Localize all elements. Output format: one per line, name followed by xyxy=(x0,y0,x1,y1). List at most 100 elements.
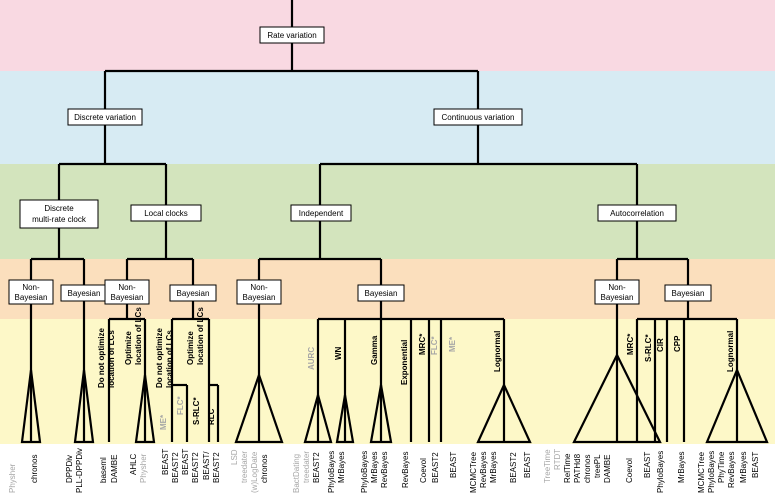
label-aurc: AURC xyxy=(307,347,316,370)
sw-revbayes-4: RevBayes xyxy=(727,452,736,488)
node-non-bayesian-1-label-1: Non- xyxy=(22,283,40,292)
label-opt-2b: location of LCs xyxy=(196,307,205,365)
sw-reltime: RelTime xyxy=(563,453,572,483)
sw-beast2-aurc: BEAST2 xyxy=(312,452,321,483)
sw-beast2-b: BEAST2 xyxy=(191,452,200,483)
node-continuous-variation-label: Continuous variation xyxy=(442,113,515,122)
sw-beast2-a: BEAST2 xyxy=(171,452,180,483)
sw-phylobayes-2: PhyloBayes xyxy=(360,451,369,493)
node-bayesian-4 xyxy=(664,284,712,302)
node-autocorrelation xyxy=(597,204,677,222)
sw-coevol-1: Coevol xyxy=(419,458,428,483)
sw-beast-auto: BEAST xyxy=(643,452,652,478)
sw-treedater: treedater xyxy=(240,451,249,483)
sw-mrbayes-3: MrBayes xyxy=(489,451,498,483)
label-opt-1: Optimize xyxy=(124,331,133,365)
sw-dambe-2: DAMBE xyxy=(603,455,612,483)
node-bayesian-3 xyxy=(357,284,405,302)
node-non-bayesian-3-label-1: Non- xyxy=(250,283,268,292)
label-exponential: Exponential xyxy=(400,340,409,385)
sw-phylobayes-5: PhyloBayes xyxy=(707,451,716,493)
sw-chronos-1: chronos xyxy=(30,455,39,483)
sw-treedater-2: treedater xyxy=(302,451,311,483)
node-continuous-variation xyxy=(433,108,523,126)
node-bayesian-1-label: Bayesian xyxy=(68,289,101,298)
sw-pll-dppdiv: PLL-DPPDiv xyxy=(75,448,84,493)
sw-dambe-1: DAMBE xyxy=(110,455,119,483)
sw-phylobayes-3: PhyloBayes xyxy=(656,451,665,493)
sw-mcmctree-2: MCMCTree xyxy=(697,451,706,493)
node-discrete-multi-rate-clock-label-2: multi-rate clock xyxy=(32,215,87,224)
sw-revbayes-1: RevBayes xyxy=(380,452,389,488)
sw-beast-logn: BEAST xyxy=(523,452,532,478)
label-mrc: MRC* xyxy=(418,333,427,355)
node-non-bayesian-1-label-2: Bayesian xyxy=(15,293,48,302)
sw-phytime: PhyTime xyxy=(717,451,726,483)
node-independent-label: Independent xyxy=(299,209,344,218)
sw-phylobayes-1: PhyloBayes xyxy=(327,451,336,493)
label-no-opt-2b: location of LCs xyxy=(165,330,174,388)
label-no-opt-1b: location of LCs xyxy=(107,330,116,388)
label-cpp: CPP xyxy=(673,335,682,352)
sw-pathd8: PATHd8 xyxy=(573,453,582,483)
sw-chronos-2: chronos xyxy=(260,455,269,483)
sw-beast-final: BEAST xyxy=(751,452,760,478)
node-autocorrelation-label: Autocorrelation xyxy=(610,209,664,218)
label-lognormal-auto: Lognormal xyxy=(726,331,735,372)
label-no-opt-2: Do not optimize xyxy=(155,327,164,388)
sw-ahlc: AHLC xyxy=(129,453,138,475)
sw-revbayes-3: RevBayes xyxy=(479,452,488,488)
sw-revbayes-2: RevBayes xyxy=(401,452,410,488)
label-me: ME* xyxy=(159,414,168,430)
node-local-clocks-label: Local clocks xyxy=(144,209,188,218)
sw-mcmctree-1: MCMCTree xyxy=(469,451,478,493)
model-labels: Do not optimize location of LCs Optimize… xyxy=(97,307,735,430)
label-opt-1b: location of LCs xyxy=(134,307,143,365)
sw-beast2-mrc: BEAST2 xyxy=(431,452,440,483)
label-s-rlc-auto: S-RLC* xyxy=(644,334,653,362)
node-non-bayesian-2 xyxy=(104,279,150,305)
node-non-bayesian-4-label-1: Non- xyxy=(608,283,626,292)
sw-rtdt: RTDT xyxy=(553,449,562,470)
sw-physher-2: Physher xyxy=(139,453,148,483)
sw-treetime: TreeTime xyxy=(543,449,552,483)
node-non-bayesian-2-label-1: Non- xyxy=(118,283,136,292)
node-non-bayesian-2-label-2: Bayesian xyxy=(111,293,144,302)
label-no-opt-1: Do not optimize xyxy=(97,327,106,388)
sw-beast-a: BEAST xyxy=(161,449,170,475)
sw-mrbayes-5: MrBayes xyxy=(739,451,748,483)
sw-bactdating: BactDating xyxy=(292,454,301,493)
sw-lsd: LSD xyxy=(230,449,239,465)
label-flc: FLC* xyxy=(176,395,185,415)
node-non-bayesian-4-label-2: Bayesian xyxy=(601,293,634,302)
sw-beast2-logn: BEAST2 xyxy=(509,452,518,483)
node-non-bayesian-3-label-2: Bayesian xyxy=(243,293,276,302)
sw-coevol-2: Coevol xyxy=(625,458,634,483)
node-independent xyxy=(290,204,352,222)
sw-baseml: baseml xyxy=(99,457,108,483)
node-discrete-multi-rate-clock xyxy=(19,199,99,229)
sw-chronos-3: chronos xyxy=(583,455,592,483)
node-bayesian-2 xyxy=(169,284,217,302)
node-bayesian-2-label: Bayesian xyxy=(177,289,210,298)
node-non-bayesian-4 xyxy=(594,279,640,305)
sw-treepl: treePL xyxy=(593,454,602,478)
band-rate xyxy=(0,0,775,71)
label-opt-2: Optimize xyxy=(186,331,195,365)
label-wn: WN xyxy=(334,346,343,360)
label-s-rlc: S-RLC* xyxy=(192,397,201,425)
label-flc2: FLC* xyxy=(430,335,439,355)
collapsed-clades xyxy=(20,352,769,444)
software-labels: Physher chronos DPPDiv PLL-DPPDiv baseml… xyxy=(8,448,760,493)
label-cir: CIR xyxy=(656,338,665,352)
node-non-bayesian-3 xyxy=(236,279,282,305)
sw-beast-me: BEAST xyxy=(449,452,458,478)
node-bayesian-3-label: Bayesian xyxy=(365,289,398,298)
label-me2: ME* xyxy=(448,336,457,352)
label-mrc-auto: MRC* xyxy=(626,333,635,355)
sw-mrbayes-2: MrBayes xyxy=(370,451,379,483)
node-local-clocks xyxy=(130,204,202,222)
node-discrete-variation xyxy=(67,108,143,126)
sw-mrbayes-1: MrBayes xyxy=(337,451,346,483)
